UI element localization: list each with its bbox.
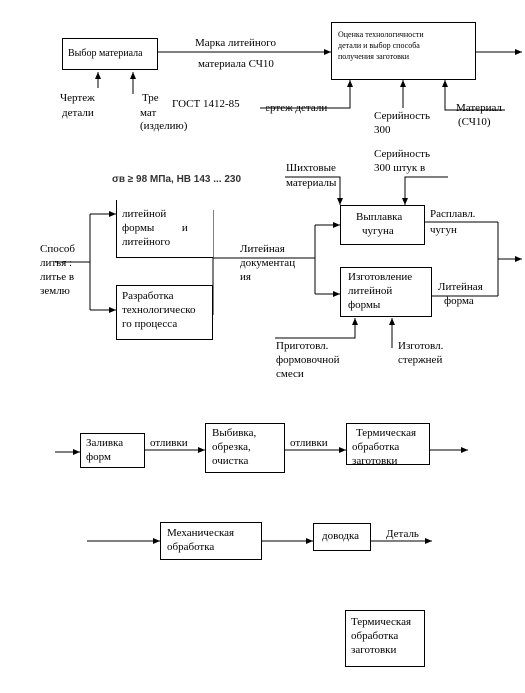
method-line-2: литья : bbox=[40, 257, 73, 269]
gost-label: ГОСТ 1412-85 bbox=[170, 98, 242, 111]
heat-treat-line-3: заготовки bbox=[352, 455, 398, 464]
evaluation-line-1: Оценка технологичности bbox=[338, 30, 424, 39]
material-line-1: Материал bbox=[456, 102, 502, 114]
arrow-material-right bbox=[442, 80, 505, 111]
finishing-box bbox=[313, 523, 371, 551]
molten-line-1: Расплавл. bbox=[430, 208, 476, 220]
requirements-line-1: Тре bbox=[142, 92, 159, 104]
standalone-heat-line-3: заготовки bbox=[351, 644, 397, 656]
mold-make-line-3: формы bbox=[348, 299, 381, 311]
part-label: Деталь bbox=[386, 528, 419, 540]
mold-design-line-3: литейного bbox=[122, 236, 171, 248]
machining-line-2: обработка bbox=[167, 541, 215, 553]
evaluation-box bbox=[331, 22, 476, 80]
sand-prep-line-1: Приготовл. bbox=[276, 340, 329, 352]
sigma-label: σв ≥ 98 МПа, НВ 143 ... 230 bbox=[112, 174, 242, 185]
melting-line-1: Выплавка bbox=[356, 211, 403, 223]
tech-process-box bbox=[116, 285, 213, 340]
castings-label-2: отливки bbox=[290, 437, 328, 449]
melting-line-2: чугуна bbox=[362, 225, 394, 237]
knockout-line-2: обрезка, bbox=[212, 441, 251, 453]
method-line-1: Способ bbox=[40, 243, 75, 255]
cores-line-2: стержней bbox=[398, 354, 443, 366]
seriality-pcs-line-2: 300 штук в bbox=[374, 162, 426, 174]
machining-box bbox=[160, 522, 262, 560]
method-line-3: литье в bbox=[40, 271, 75, 283]
mold-design-line-1: литейной bbox=[122, 208, 167, 220]
grade-label-line-1: Марка литейного bbox=[195, 37, 277, 49]
charge-line-2: материалы bbox=[286, 177, 337, 189]
drawing-left-line-2: детали bbox=[62, 107, 94, 119]
knockout-box bbox=[205, 423, 285, 473]
drawing-left-line-1: Чертеж bbox=[60, 92, 95, 104]
pour-line-2: форм bbox=[86, 451, 111, 463]
sand-prep-line-2: формовочной bbox=[276, 354, 340, 366]
docs-line-3: ия bbox=[240, 271, 251, 283]
heat-treat-box bbox=[346, 423, 430, 465]
castings-label-1: отливки bbox=[150, 437, 188, 449]
molten-line-2: чугун bbox=[430, 224, 457, 236]
docs-line-2: документац bbox=[240, 257, 296, 269]
standalone-heat-treat-box bbox=[345, 610, 425, 667]
grade-label-line-2: материала СЧ10 bbox=[198, 58, 274, 70]
choose-material-box bbox=[62, 38, 158, 70]
tech-process-line-2: технологическо bbox=[122, 304, 196, 316]
method-line-4: землю bbox=[40, 285, 70, 297]
heat-treat-line-1: Термическая bbox=[356, 427, 417, 439]
drawing-right-label: Чертеж детали bbox=[258, 102, 328, 114]
tech-process-line-1: Разработка bbox=[122, 290, 174, 302]
machining-line-1: Механическая bbox=[167, 527, 235, 539]
mold-make-line-2: литейной bbox=[348, 285, 393, 297]
seriality-line-2: 300 bbox=[374, 124, 391, 136]
arrow-sand bbox=[275, 318, 358, 339]
cores-line-1: Изготовл. bbox=[398, 340, 444, 352]
arrow-seriality-pcs bbox=[402, 176, 448, 205]
mold-design-line-2: формы и bbox=[122, 222, 188, 234]
arrow-charge bbox=[285, 176, 343, 205]
arrow-drawing-right bbox=[260, 80, 353, 109]
heat-treat-line-2: обработка bbox=[352, 441, 400, 453]
evaluation-line-3: получения заготовки bbox=[338, 52, 410, 61]
charge-line-1: Шихтовые bbox=[286, 162, 336, 174]
mold-design-box bbox=[116, 200, 213, 258]
knockout-line-3: очистка bbox=[212, 455, 249, 467]
standalone-heat-line-1: Термическая bbox=[351, 616, 412, 628]
melting-box bbox=[340, 205, 425, 245]
knockout-line-1: Выбивка, bbox=[212, 427, 257, 439]
seriality-line-1: Серийность bbox=[374, 110, 430, 122]
docs-line-1: Литейная bbox=[240, 243, 285, 255]
mold-make-line-1: Изготовление bbox=[348, 271, 413, 283]
cast-mold-line-2: форма bbox=[444, 295, 474, 307]
merge-docs bbox=[212, 210, 236, 259]
requirements-line-2: мат bbox=[140, 107, 157, 119]
cast-mold-line-1: Литейная bbox=[438, 281, 483, 293]
requirements-line-3: (изделию) bbox=[140, 120, 188, 132]
mold-make-box bbox=[340, 267, 432, 317]
pour-line-1: Заливка bbox=[86, 437, 124, 449]
pour-box bbox=[80, 433, 145, 468]
tech-process-line-3: го процесса bbox=[122, 318, 178, 330]
standalone-heat-line-2: обработка bbox=[351, 630, 399, 642]
finishing-label: доводка bbox=[322, 530, 360, 542]
seriality-pcs-line-1: Серийность bbox=[374, 148, 430, 160]
choose-material-label: Выбор материала bbox=[68, 48, 143, 59]
sand-prep-line-3: смеси bbox=[276, 368, 304, 380]
material-line-2: (СЧ10) bbox=[458, 116, 491, 128]
evaluation-line-2: детали и выбор способа bbox=[338, 41, 420, 50]
